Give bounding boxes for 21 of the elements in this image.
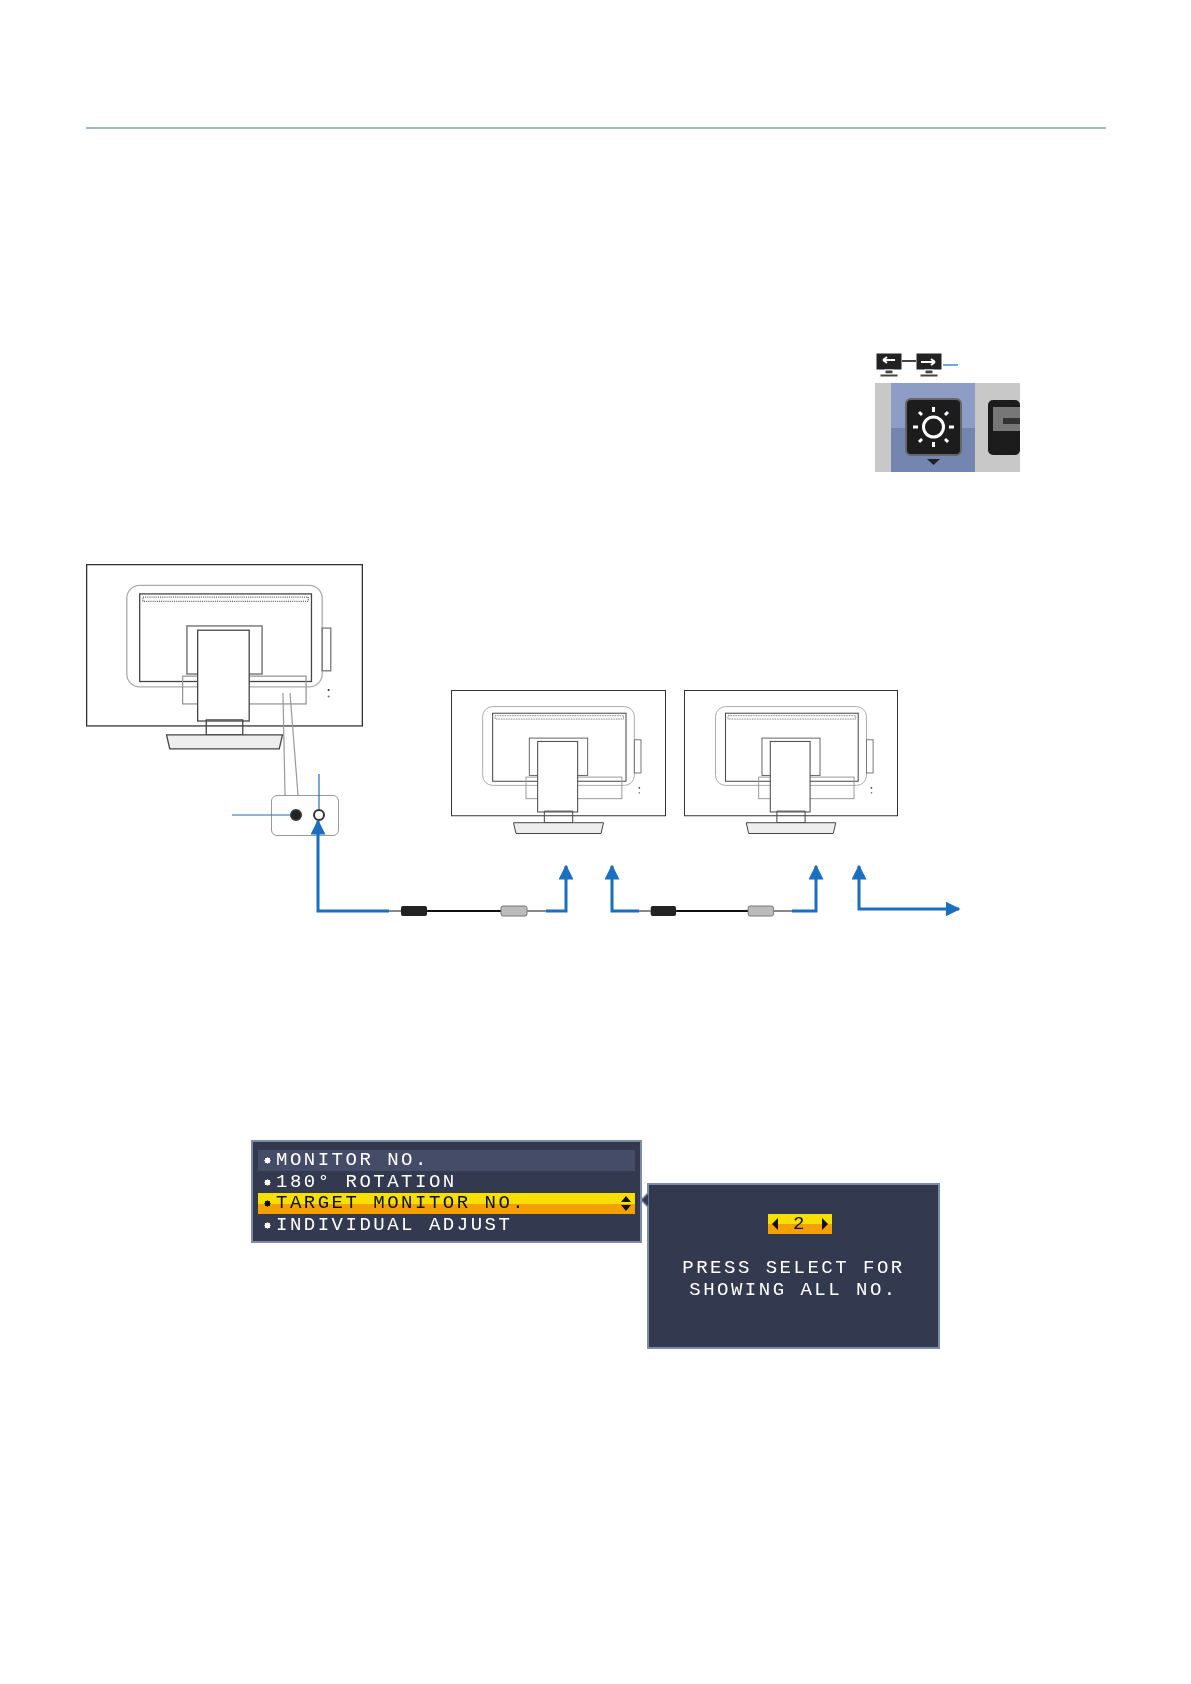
- osd-menu-panel: [251, 1140, 642, 1243]
- audio-jack: [290, 809, 302, 821]
- network-link-icon: [875, 352, 943, 378]
- connection-arrow: [851, 864, 961, 917]
- menu-item: MONITOR NO.: [258, 1150, 635, 1171]
- audio-jack: [313, 809, 325, 821]
- monitor-drawing: [86, 564, 363, 752]
- connection-arrow: [310, 819, 389, 913]
- leader-line: [942, 364, 959, 366]
- value-selector: 2: [768, 1214, 832, 1234]
- connector-panel: [271, 795, 339, 836]
- leader-line: [231, 814, 291, 816]
- audio-cable-drawing: [639, 903, 792, 919]
- connection-arrow: [604, 864, 639, 913]
- connection-arrow: [546, 864, 574, 913]
- audio-cable-drawing: [389, 903, 546, 919]
- selected-menu-item: TARGET MONITOR NO.: [258, 1193, 635, 1214]
- instruction-text: PRESS SELECT FOR SHOWING ALL NO.: [681, 1257, 906, 1301]
- connection-arrow: [792, 864, 824, 913]
- callout-line: [282, 692, 299, 796]
- leader-line: [318, 773, 320, 810]
